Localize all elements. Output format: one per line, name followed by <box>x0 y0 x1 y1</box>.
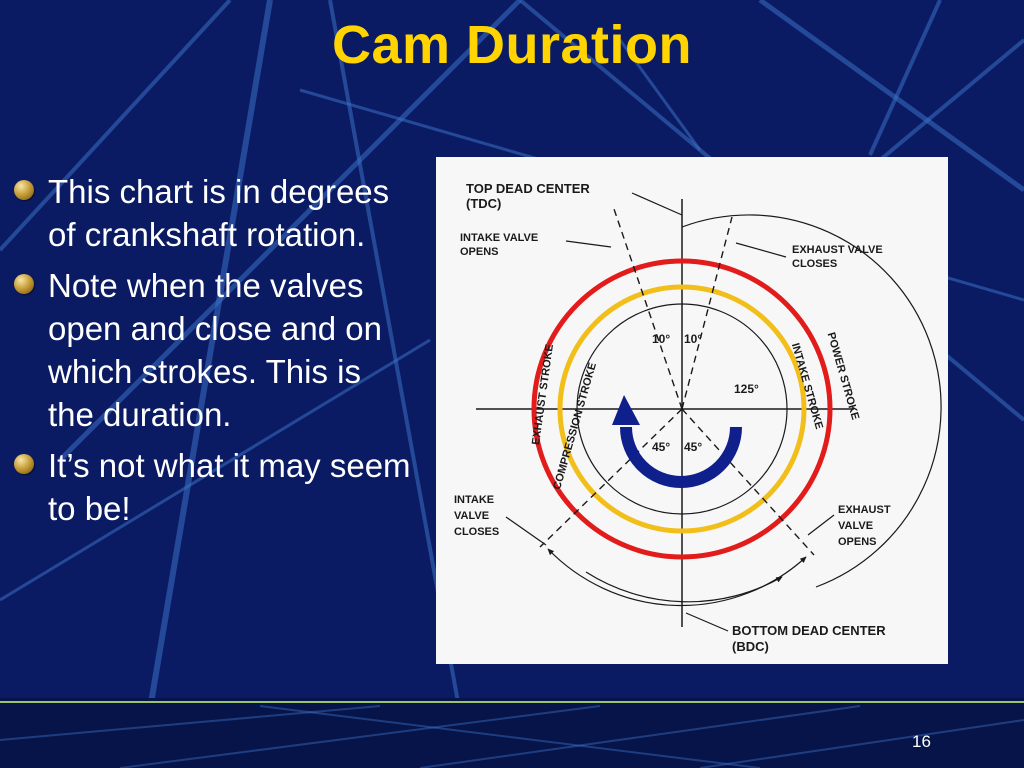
bullet-item: It’s not what it may seem to be! <box>14 444 414 530</box>
exhaust-opens-label-line2: VALVE <box>838 520 873 532</box>
bullet-sphere-icon <box>14 274 34 294</box>
rotation-arrow-icon <box>620 426 742 488</box>
angle-10-right-label: 10° <box>684 332 702 346</box>
angle-10-left-label: 10° <box>652 332 670 346</box>
bullet-sphere-icon <box>14 454 34 474</box>
inner-circle <box>576 303 788 515</box>
page-number: 16 <box>912 732 931 751</box>
exhaust-duration-arc <box>681 214 942 588</box>
bullet-list: This chart is in degrees of crankshaft r… <box>14 170 414 538</box>
tdc-leader <box>631 192 683 216</box>
rotation-arrow-head-icon <box>612 395 640 425</box>
exhaust-closes-line <box>681 216 733 410</box>
bullet-item: Note when the valves open and close and … <box>14 264 414 436</box>
tdc-label-line1: TOP DEAD CENTER <box>466 181 590 196</box>
bullet-item: This chart is in degrees of crankshaft r… <box>14 170 414 256</box>
exhaust-opens-leader <box>807 514 835 536</box>
tdc-label-line2: (TDC) <box>466 196 501 211</box>
bdc-leader <box>685 612 729 632</box>
intake-closes-leader <box>505 516 547 546</box>
intake-opens-line <box>613 208 683 410</box>
exhaust-opens-label-line1: EXHAUST <box>838 504 891 516</box>
exhaust-closes-label-line1: EXHAUST VALVE <box>792 244 883 256</box>
bullet-text: It’s not what it may seem to be! <box>48 447 411 527</box>
bdc-label-line2: (BDC) <box>732 639 769 654</box>
slide-title: Cam Duration <box>331 15 693 75</box>
bullet-sphere-icon <box>14 180 34 200</box>
bdc-label-line1: BOTTOM DEAD CENTER <box>732 623 886 638</box>
angle-125-label: 125° <box>734 382 759 396</box>
intake-closes-label-line3: CLOSES <box>454 526 499 538</box>
angle-45-right-label: 45° <box>684 440 702 454</box>
exhaust-opens-label-line3: OPENS <box>838 536 877 548</box>
intake-duration-arc <box>547 548 807 607</box>
bdc-arc <box>585 571 783 603</box>
exhaust-ring <box>531 258 833 560</box>
intake-opens-leader <box>565 240 612 248</box>
intake-opens-label-line2: OPENS <box>460 246 499 258</box>
bullet-text: This chart is in degrees of crankshaft r… <box>48 173 390 253</box>
intake-closes-label-line2: VALVE <box>454 510 489 522</box>
cam-timing-diagram: TOP DEAD CENTER (TDC) INTAKE VALVE OPENS… <box>436 157 948 664</box>
angle-45-left-label: 45° <box>652 440 670 454</box>
intake-closes-label-line1: INTAKE <box>454 494 494 506</box>
exhaust-opens-line <box>681 408 815 556</box>
exhaust-closes-label-line2: CLOSES <box>792 258 837 270</box>
cam-timing-svg: TOP DEAD CENTER (TDC) INTAKE VALVE OPENS… <box>454 181 942 654</box>
exhaust-closes-leader <box>735 242 787 258</box>
intake-ring <box>557 284 807 534</box>
intake-opens-label-line1: INTAKE VALVE <box>460 232 538 244</box>
intake-closes-line <box>539 408 683 548</box>
bullet-text: Note when the valves open and close and … <box>48 267 382 433</box>
